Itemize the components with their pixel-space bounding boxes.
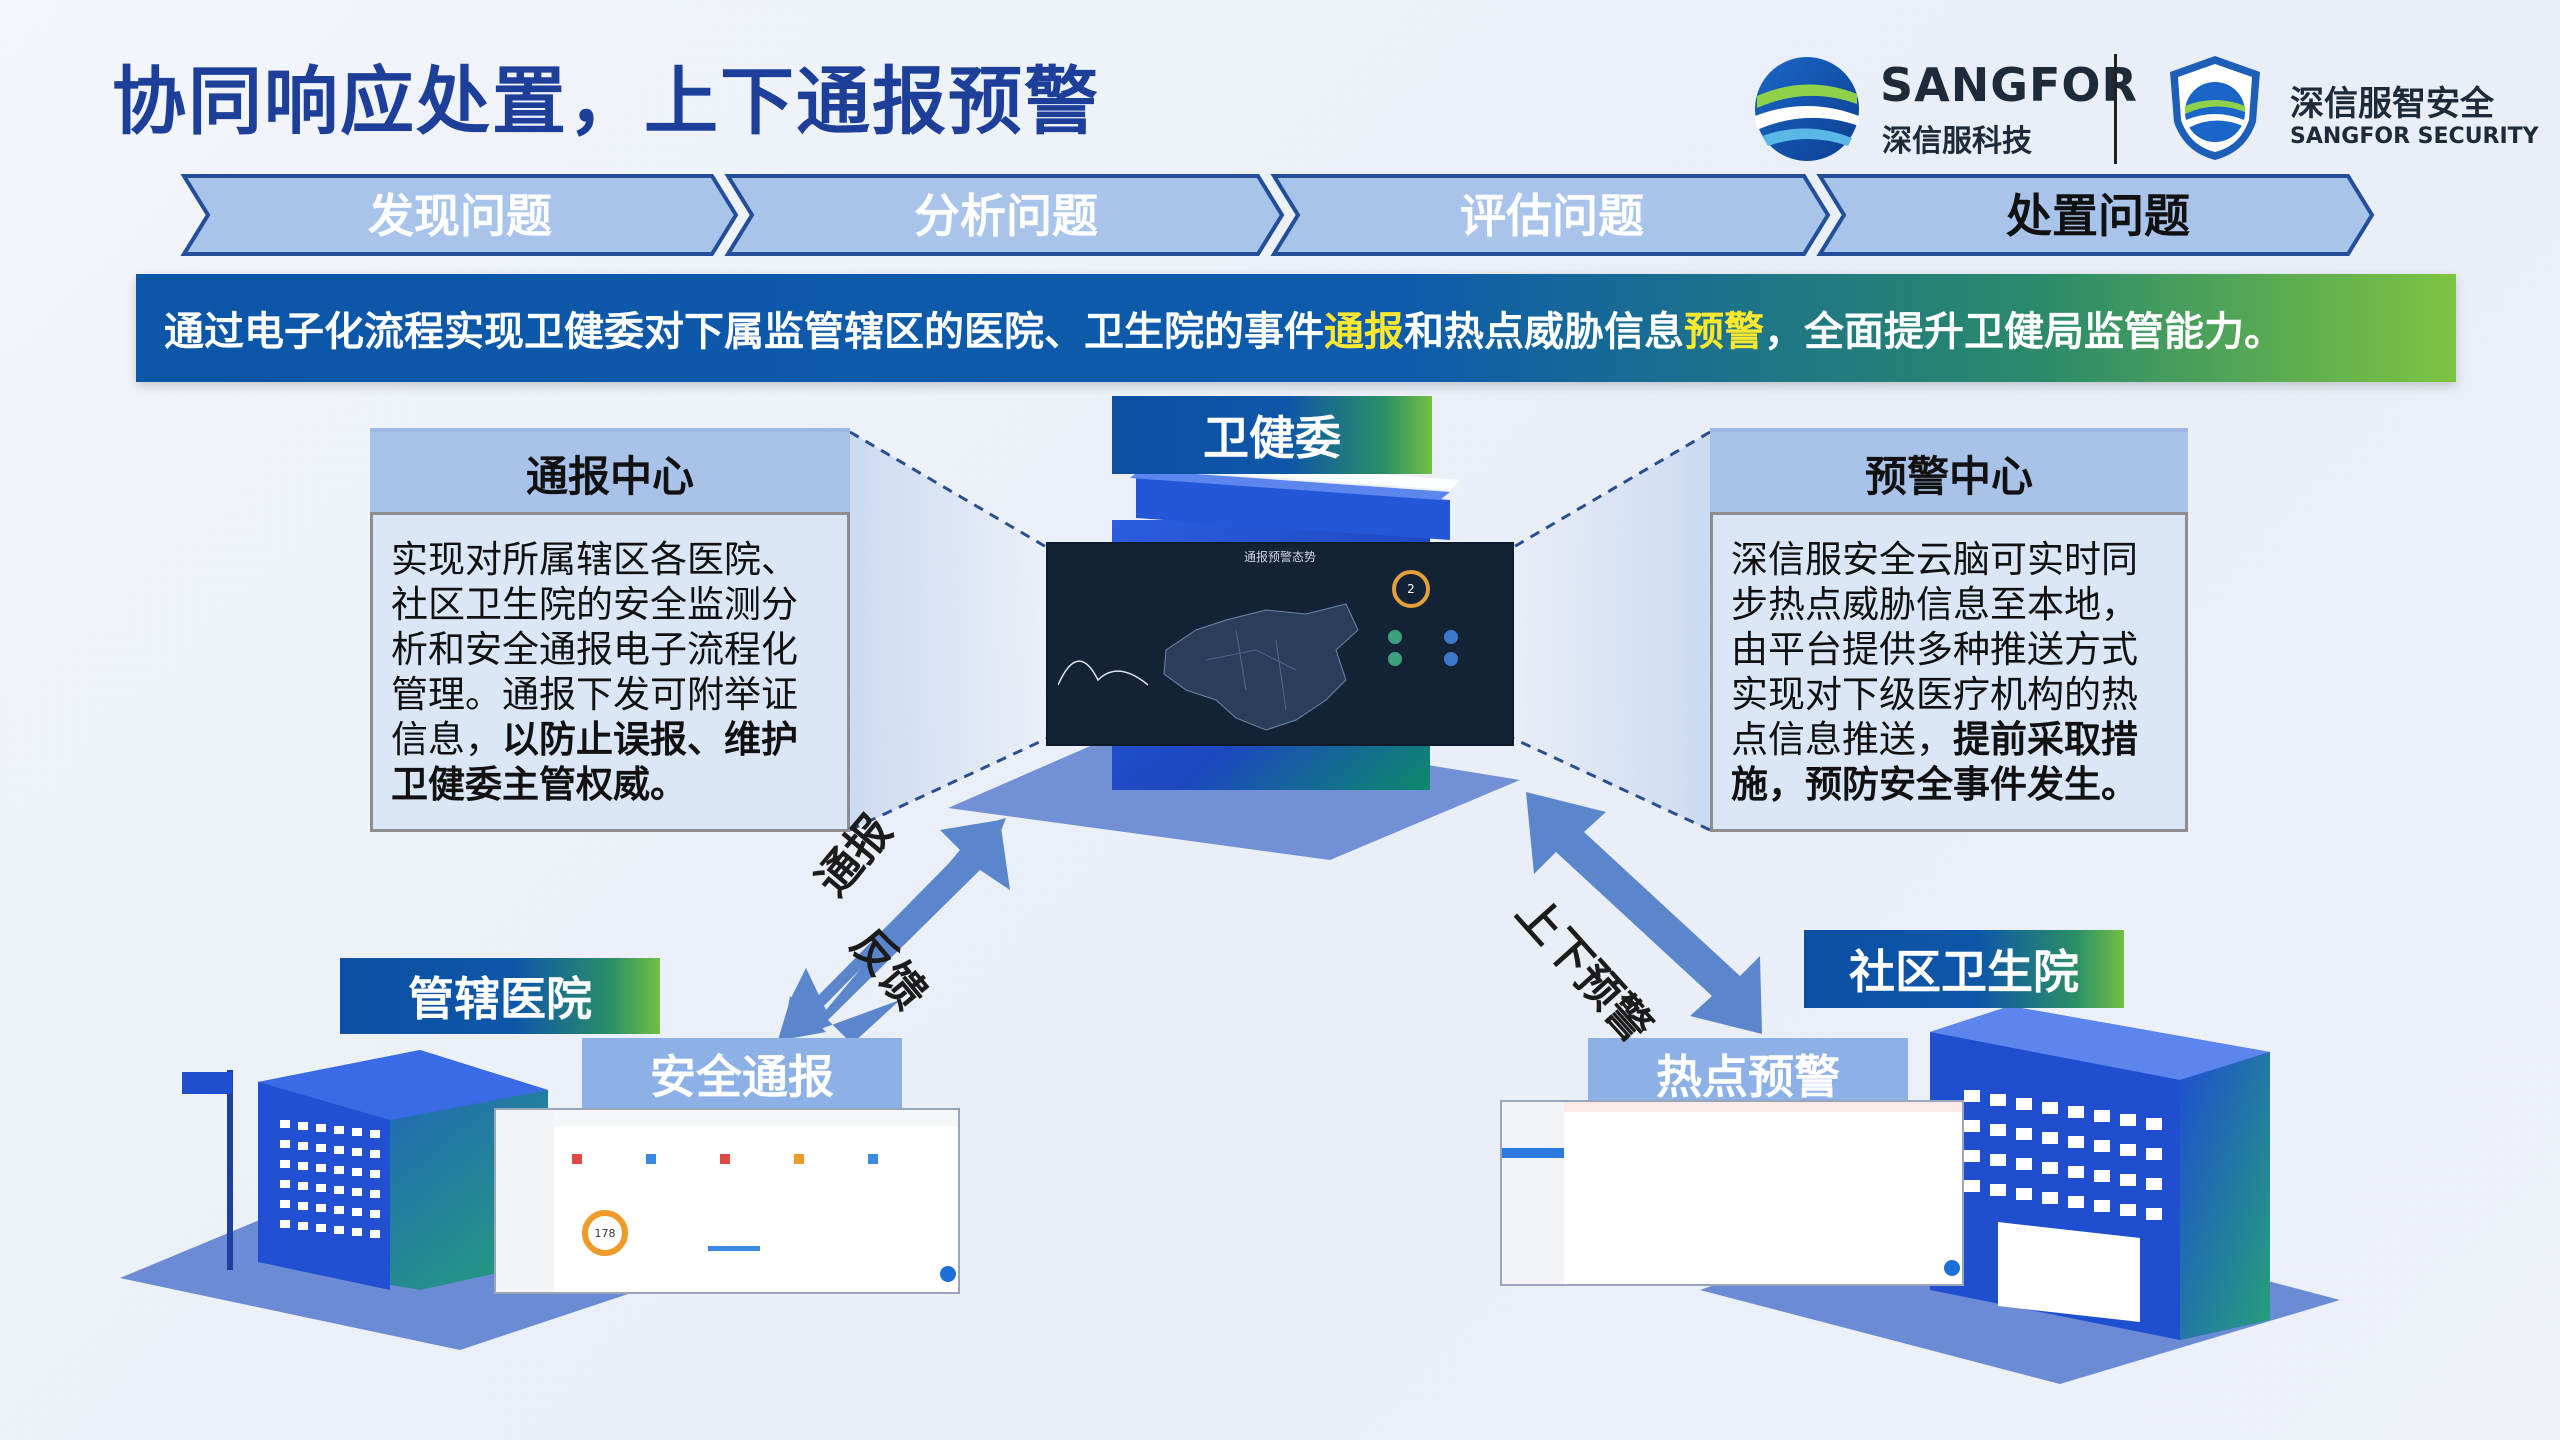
left-app-screen: 178 <box>494 1108 960 1294</box>
right-panel-heading-text: 预警中心 <box>1864 451 2033 501</box>
banner-highlight-notify: 通报 <box>1324 309 1404 355</box>
right-panel-heading: 预警中心 <box>1710 428 2188 514</box>
left-panel-bold: 以防止误报、维护卫健委主管权威。 <box>391 718 798 806</box>
node-label-clinic-text: 社区卫生院 <box>1849 945 2079 999</box>
right-panel-body: 深信服安全云脑可实时同步热点威胁信息至本地，由平台提供多种推送方式实现对下级医疗… <box>1710 512 2188 832</box>
step-evaluate: 评估问题 <box>1460 189 1644 243</box>
center-dashboard-screen: 通报预警态势 2 <box>1046 542 1514 746</box>
center-stat-dot-3 <box>1388 652 1402 666</box>
right-panel-text: 深信服安全云脑可实时同步热点威胁信息至本地，由平台提供多种推送方式实现对下级医疗… <box>1731 538 2138 761</box>
node-label-center-text: 卫健委 <box>1203 411 1341 465</box>
flag-icon <box>182 1070 233 1270</box>
left-screen-gauge: 178 <box>582 1210 628 1256</box>
banner-text-3: ，全面提升卫健局监管能力。 <box>1764 309 2284 355</box>
left-windows <box>280 1120 380 1238</box>
sangfor-globe-icon <box>1755 57 1859 161</box>
left-stat-icon-1 <box>572 1154 582 1164</box>
left-panel-body: 实现对所属辖区各医院、社区卫生院的安全监测分析和安全通报电子流程化管理。通报下发… <box>370 512 850 832</box>
center-screen-title: 通报预警态势 <box>1243 550 1316 564</box>
page-title: 协同响应处置，上下通报预警 <box>112 59 1100 145</box>
right-app-screen <box>1500 1100 1964 1286</box>
center-map <box>1146 590 1366 740</box>
right-screen-topbar <box>1564 1102 1962 1112</box>
banner-text-1: 通过电子化流程实现卫健委对下属监管辖区的医院、卫生院的事件 <box>164 309 1324 355</box>
left-panel-heading: 通报中心 <box>370 428 850 514</box>
left-screen-bar <box>708 1246 760 1251</box>
process-chevrons <box>180 174 2375 256</box>
left-panel-heading-text: 通报中心 <box>525 451 694 501</box>
chevron-step-4 <box>1816 174 2375 256</box>
step-handle: 处置问题 <box>2006 189 2190 243</box>
left-wedge <box>850 432 1048 830</box>
center-stat-dot-2 <box>1444 630 1458 644</box>
sangfor-logo: SANGFOR 深信服科技 <box>1752 52 2137 166</box>
step-analyze: 分析问题 <box>914 189 1098 243</box>
summary-banner: 通过电子化流程实现卫健委对下属监管辖区的医院、卫生院的事件通报和热点威胁信息预警… <box>136 274 2456 382</box>
right-wedge <box>1512 432 1710 830</box>
sangfor-en-text: SANGFOR <box>1880 58 2138 112</box>
left-screen-sidebar <box>496 1110 554 1292</box>
node-label-hospital-text: 管辖医院 <box>408 972 592 1026</box>
right-screen-sidebar <box>1502 1102 1564 1284</box>
left-stat-icon-3 <box>720 1154 730 1164</box>
right-screen-active-item <box>1502 1148 1564 1158</box>
left-screen-gauge-value: 178 <box>594 1226 616 1240</box>
right-windows <box>1964 1090 2162 1220</box>
sub-label-security-notify: 安全通报 <box>582 1038 902 1110</box>
sangfor-security-logo: 深信服智安全 SANGFOR SECURITY <box>2166 52 2539 166</box>
chevron-step-1 <box>180 174 739 256</box>
sub-label-hotspot-warn-text: 热点预警 <box>1656 1050 1840 1104</box>
banner-text-2: 和热点威胁信息 <box>1404 309 1684 355</box>
left-stat-icon-4 <box>794 1154 804 1164</box>
chat-bubble-icon-right[interactable] <box>1944 1260 1960 1276</box>
chevron-step-3 <box>1270 174 1831 256</box>
banner-highlight-warn: 预警 <box>1684 309 1764 355</box>
chat-bubble-icon[interactable] <box>940 1266 956 1282</box>
node-label-center: 卫健委 <box>1112 396 1432 474</box>
node-label-clinic: 社区卫生院 <box>1804 930 2124 1008</box>
security-cn-text: 深信服智安全 <box>2290 84 2494 124</box>
left-panel-text: 实现对所属辖区各医院、社区卫生院的安全监测分析和安全通报电子流程化管理。通报下发… <box>391 538 798 761</box>
center-stat-dot-1 <box>1388 630 1402 644</box>
left-screen-topbar <box>554 1110 958 1126</box>
security-en-text: SANGFOR SECURITY <box>2290 124 2539 149</box>
center-line-chart <box>1057 640 1149 690</box>
logo-divider <box>2114 54 2117 164</box>
sangfor-security-shield-icon <box>2170 56 2260 160</box>
center-gauge-value: 2 <box>1407 582 1415 596</box>
chevron-step-2 <box>724 174 1285 256</box>
step-discover: 发现问题 <box>368 189 552 243</box>
right-double-arrow <box>1526 792 1762 1034</box>
center-stat-dot-4 <box>1444 652 1458 666</box>
sub-label-hotspot-warn: 热点预警 <box>1588 1038 1908 1110</box>
center-gauge: 2 <box>1392 570 1430 608</box>
sub-label-security-notify-text: 安全通报 <box>650 1050 834 1104</box>
node-label-hospital: 管辖医院 <box>340 958 660 1034</box>
left-stat-icon-5 <box>868 1154 878 1164</box>
left-arrow-body <box>782 818 1006 1040</box>
sangfor-cn-text: 深信服科技 <box>1882 124 2032 159</box>
left-stat-icon-2 <box>646 1154 656 1164</box>
right-panel-bold: 提前采取措施，预防安全事件发生。 <box>1731 718 2138 806</box>
